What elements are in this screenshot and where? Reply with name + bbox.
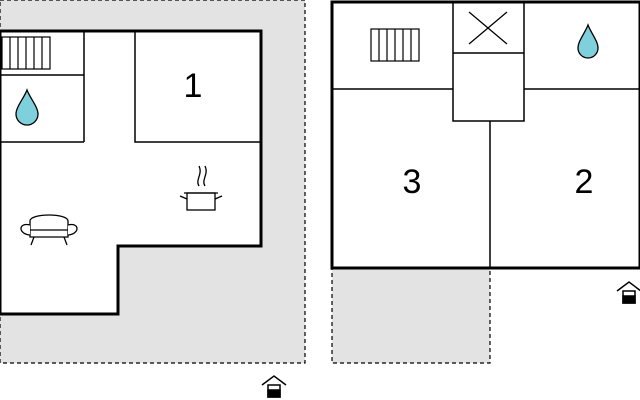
room-number-3: 3: [403, 163, 422, 201]
heater-icon: [370, 28, 420, 62]
left-house-outline: [0, 29, 263, 316]
chimney-cross-icon: [468, 11, 508, 45]
water-drop-icon: [15, 88, 39, 126]
right-terrace: [331, 267, 491, 364]
entrance-house-icon: [261, 375, 287, 398]
cooking-pot-icon: [179, 165, 223, 211]
left-unit: 1: [0, 0, 306, 398]
left-interior-walls: [0, 31, 261, 143]
right-interior-walls: [332, 2, 640, 268]
sofa-icon: [20, 214, 78, 246]
right-house-outline: [330, 0, 640, 270]
right-unit: 3 2: [330, 0, 640, 364]
room-number-2: 2: [575, 163, 594, 201]
entrance-house-icon: [616, 281, 640, 304]
water-drop-icon: [577, 23, 599, 59]
room-number-1: 1: [184, 67, 203, 105]
heater-icon: [1, 36, 51, 70]
